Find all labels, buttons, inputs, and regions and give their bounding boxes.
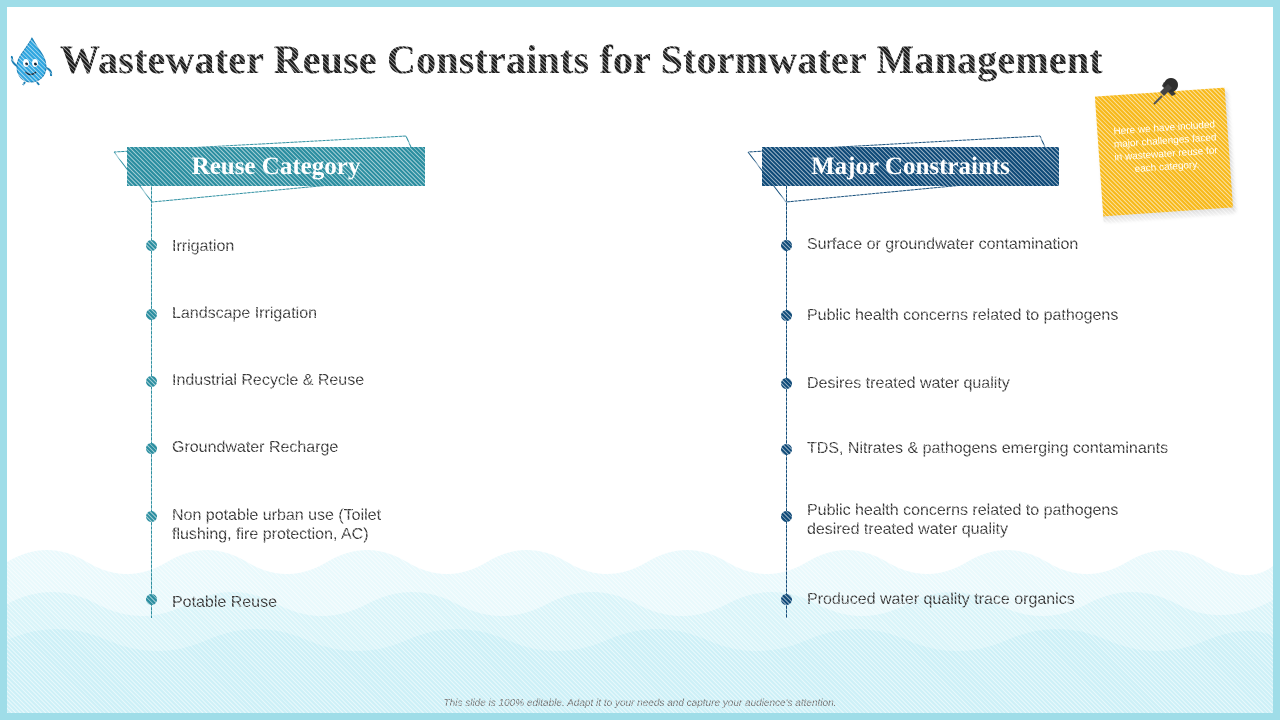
bullet-dot	[781, 511, 792, 522]
list-item: Industrial Recycle & Reuse	[172, 372, 365, 389]
slide-title: Wastewater Reuse Constraints for Stormwa…	[60, 37, 1103, 82]
list-item: Surface or groundwater contamination	[807, 236, 1079, 253]
list-item: Non potable urban use (Toilet flushing, …	[172, 507, 382, 543]
bullet-dot	[781, 594, 792, 605]
list-item: Potable Reuse	[172, 594, 277, 611]
bullet-dot	[146, 309, 157, 320]
bullet-dot	[146, 511, 157, 522]
bullet-dot	[781, 240, 792, 251]
reuse-category-header: Reuse Category	[127, 147, 425, 186]
list-item: Produced water quality trace organics	[807, 591, 1075, 608]
list-item: Desires treated water quality	[807, 375, 1010, 392]
list-item: Landscape Irrigation	[172, 305, 317, 322]
bullet-dot	[146, 594, 157, 605]
wave-decoration	[7, 550, 1273, 720]
list-item: Irrigation	[172, 238, 235, 255]
bullet-dot	[781, 444, 792, 455]
major-constraints-header: Major Constraints	[762, 147, 1059, 186]
list-item: Public health concerns related to pathog…	[807, 307, 1119, 324]
list-item: Groundwater Recharge	[172, 439, 339, 456]
bullet-dot	[781, 310, 792, 321]
bullet-dot	[146, 376, 157, 387]
sticky-note: Here we have included major challenges f…	[1094, 87, 1234, 219]
bullet-dot	[146, 240, 157, 251]
bullet-dot	[146, 443, 157, 454]
list-item: Public health concerns related to pathog…	[807, 502, 1119, 538]
sticky-note-text: Here we have included major challenges f…	[1113, 119, 1219, 176]
bullet-dot	[781, 378, 792, 389]
list-item: TDS, Nitrates & pathogens emerging conta…	[807, 440, 1169, 457]
push-pin-icon	[1153, 78, 1178, 105]
water-drop-mascot-icon	[10, 36, 53, 86]
footer-disclaimer: This slide is 100% editable. Adapt it to…	[443, 698, 837, 709]
